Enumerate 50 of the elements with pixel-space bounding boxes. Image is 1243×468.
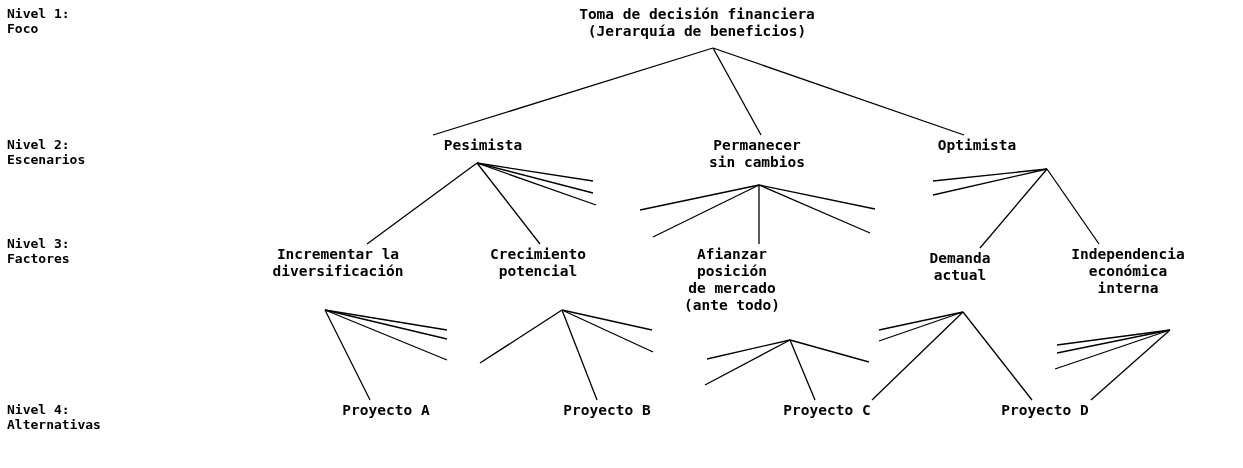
level-label: Nivel 2:	[7, 137, 70, 152]
connector-line	[962, 311, 1033, 401]
connector-line	[476, 162, 541, 245]
alternative-text: Proyecto A	[342, 402, 430, 419]
alternative-text: Proyecto D	[1001, 402, 1089, 419]
connector-line	[979, 168, 1048, 249]
connector-line	[476, 162, 597, 206]
factor-text: Independencia económica interna	[1071, 246, 1185, 330]
scenario-text: Optimista	[937, 137, 1017, 169]
connector-line	[639, 184, 760, 211]
focus-text: Toma de decisión financiera (Jerarquía de beneficios)	[579, 6, 815, 48]
connector-line	[1054, 329, 1171, 370]
alternative-text: Proyecto B	[563, 402, 651, 419]
factor-text: Crecimiento potencial	[490, 246, 586, 310]
connector-line	[871, 311, 964, 401]
alternative-text: Proyecto C	[783, 402, 871, 419]
connector-line	[561, 309, 598, 401]
level-label: Nivel 3:	[7, 236, 70, 251]
factor-text: Incrementar la diversificación	[272, 246, 404, 310]
connector-line	[704, 339, 791, 386]
connector-line	[324, 309, 448, 361]
level-label: Nivel 4:	[7, 402, 70, 417]
connector-line	[758, 184, 760, 245]
level-name: Escenarios	[7, 152, 86, 167]
connector-line	[789, 339, 816, 401]
connector-line	[712, 47, 762, 136]
connector-line	[758, 184, 871, 234]
connector-line	[932, 168, 1048, 196]
connector-line	[652, 184, 760, 238]
level-name: Factores	[7, 251, 70, 266]
connector-line	[932, 168, 1048, 182]
connector-line	[789, 339, 870, 363]
connector-line	[479, 309, 563, 364]
connector-line	[1046, 168, 1100, 245]
level-name: Alternativas	[7, 417, 101, 432]
factor-text: Afianzar posición de mercado (ante todo)	[684, 246, 780, 340]
level-name: Foco	[7, 21, 39, 36]
factor-text: Demanda actual	[929, 250, 991, 312]
connector-line	[561, 309, 653, 331]
scenario-text: Pesimista	[443, 137, 523, 163]
connector-line	[878, 311, 964, 342]
connector-line	[366, 162, 478, 245]
level-label: Nivel 1:	[7, 6, 70, 21]
connector-line	[324, 309, 371, 401]
connector-line	[561, 309, 654, 353]
connector-line	[1090, 329, 1171, 401]
connector-line	[712, 47, 965, 136]
connector-line	[432, 47, 714, 136]
scenario-text: Permanecer sin cambios	[709, 137, 805, 185]
connector-line	[706, 339, 791, 360]
